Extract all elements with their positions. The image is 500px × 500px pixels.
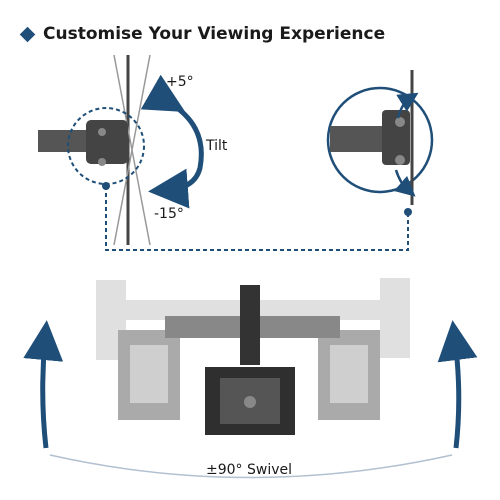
header: Customise Your Viewing Experience <box>19 24 386 44</box>
tilt-label: Tilt <box>206 138 228 154</box>
center-mount <box>205 285 295 435</box>
curved-arrow-icon <box>23 320 64 449</box>
connector-line <box>105 186 409 251</box>
tilt-down-label: -15° <box>154 206 184 222</box>
swivel-side-views <box>118 316 380 420</box>
tilt-up-label: +5° <box>166 74 194 90</box>
swivel-ghosts <box>96 278 410 360</box>
swivel-label: ±90° Swivel <box>206 462 293 478</box>
tilt-zoom-detail <box>326 70 434 205</box>
curved-arrow-icon <box>437 320 478 449</box>
page-title: Customise Your Viewing Experience <box>43 24 386 44</box>
